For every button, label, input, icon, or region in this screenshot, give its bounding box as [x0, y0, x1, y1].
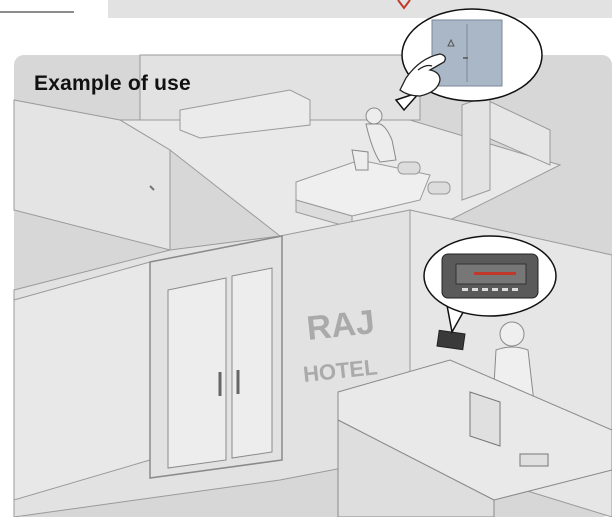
hotel-sign-raj: RAJ	[305, 303, 377, 348]
slipper-right	[428, 182, 450, 194]
entrance-door-left	[168, 278, 226, 468]
entrance-door-right	[232, 268, 272, 458]
lobby-left-wall	[14, 262, 150, 500]
top-banner	[108, 0, 612, 18]
room-partition	[462, 95, 490, 200]
keyboard	[520, 454, 548, 466]
room-card-reader-icon	[437, 330, 465, 349]
reception-control-panel-icon	[442, 254, 538, 298]
computer-monitor	[470, 392, 500, 446]
light-switch-icon	[432, 20, 502, 86]
example-of-use-heading: Example of use	[34, 72, 191, 96]
slipper-left	[398, 162, 420, 174]
